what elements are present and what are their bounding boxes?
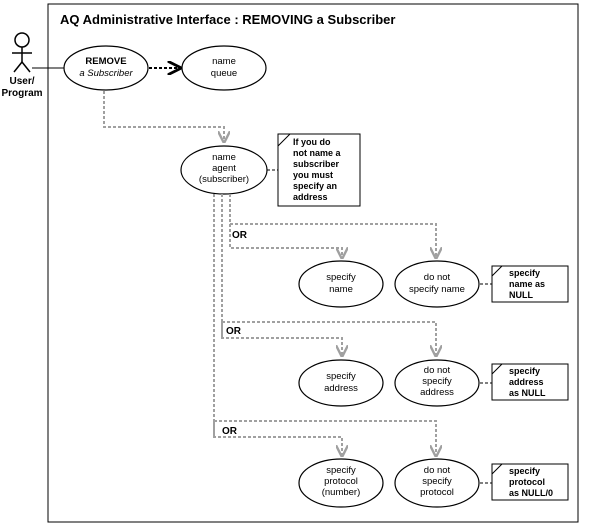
node-queue-line1: name — [212, 56, 236, 67]
note-address-line2: address — [509, 377, 544, 387]
actor-label-line2: Program — [1, 88, 42, 99]
node-agent-line1: name — [212, 152, 236, 163]
connector-to-not-protocol — [214, 420, 436, 456]
note-agent-line2: not name a — [293, 148, 342, 158]
node-specify-name-line1: specify — [326, 272, 356, 283]
note-agent: If you do not name a subscriber you must… — [277, 133, 361, 207]
connector-to-not-address — [222, 321, 436, 356]
note-protocol-line1: specify — [509, 466, 540, 476]
node-not-specify-name: do not specify name — [394, 260, 480, 308]
node-remove-line1: REMOVE — [85, 56, 126, 67]
node-specify-address: specify address — [298, 359, 384, 407]
note-name-line1: specify — [509, 268, 540, 278]
diagram-frame — [47, 3, 579, 523]
node-not-protocol-line3: protocol — [420, 487, 454, 498]
note-address-line3: as NULL — [509, 388, 546, 398]
note-name-line3: NULL — [509, 290, 533, 300]
actor-user-program: User/ Program — [1, 32, 43, 99]
node-name-agent: name agent (subscriber) — [180, 145, 268, 195]
connector-to-specify-name — [229, 224, 342, 258]
node-not-name-line1: do not — [424, 272, 451, 283]
node-not-name-line2: specify name — [409, 284, 465, 295]
node-specify-address-line1: specify — [326, 371, 356, 382]
connector-to-not-name — [230, 223, 436, 258]
diagram-title: AQ Administrative Interface : REMOVING a… — [60, 12, 395, 27]
node-specify-name: specify name — [298, 260, 384, 308]
actor-label-line1: User/ — [9, 76, 34, 87]
node-not-specify-address: do not specify address — [394, 359, 480, 407]
node-specify-protocol: specify protocol (number) — [298, 458, 384, 508]
actor-head — [14, 32, 30, 48]
node-not-address-line3: address — [420, 387, 454, 398]
node-not-protocol-line2: specify — [422, 476, 452, 487]
note-agent-line1: If you do — [293, 137, 331, 147]
actor-left-leg — [13, 61, 23, 73]
connector-remove-to-agent — [103, 91, 224, 142]
node-agent-line3: (subscriber) — [199, 174, 249, 185]
or-label-protocol: OR — [222, 426, 238, 437]
node-not-address-line1: do not — [424, 365, 451, 376]
connector-to-specify-address — [221, 322, 342, 356]
note-protocol-null: specify protocol as NULL/0 — [491, 463, 569, 501]
actor-right-leg — [21, 61, 31, 73]
node-name-queue: name queue — [181, 45, 267, 91]
node-not-specify-protocol: do not specify protocol — [394, 458, 480, 508]
note-agent-line6: address — [293, 192, 328, 202]
node-queue-line2: queue — [211, 68, 237, 79]
node-specify-address-line2: address — [324, 383, 358, 394]
note-protocol-line2: protocol — [509, 477, 545, 487]
note-agent-line4: you must — [293, 170, 333, 180]
connector-to-specify-protocol — [213, 421, 342, 456]
note-protocol-line3: as NULL/0 — [509, 488, 553, 498]
or-label-address: OR — [226, 326, 242, 337]
note-agent-line5: specify an — [293, 181, 337, 191]
node-specify-name-line2: name — [329, 284, 353, 295]
note-name-null: specify name as NULL — [491, 265, 569, 303]
or-label-name: OR — [232, 230, 248, 241]
note-address-line1: specify — [509, 366, 540, 376]
node-remove-subscriber: REMOVE a Subscriber — [63, 45, 149, 91]
node-specify-protocol-line3: (number) — [322, 487, 361, 498]
node-agent-line2: agent — [212, 163, 236, 174]
note-name-line2: name as — [509, 279, 545, 289]
node-remove-line2: a Subscriber — [79, 68, 133, 79]
note-agent-line3: subscriber — [293, 159, 340, 169]
node-not-protocol-line1: do not — [424, 465, 451, 476]
node-specify-protocol-line2: protocol — [324, 476, 358, 487]
node-not-address-line2: specify — [422, 376, 452, 387]
note-address-null: specify address as NULL — [491, 363, 569, 401]
node-specify-protocol-line1: specify — [326, 465, 356, 476]
